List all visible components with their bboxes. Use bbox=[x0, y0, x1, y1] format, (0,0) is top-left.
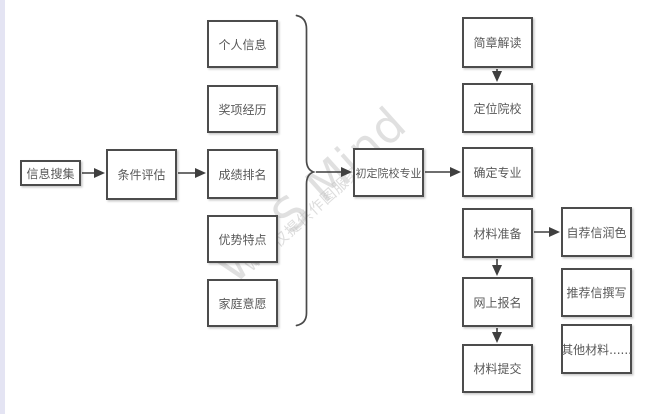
node-condition-eval[interactable]: 条件评估 bbox=[106, 149, 177, 200]
node-grade-rank[interactable]: 成绩排名 bbox=[207, 149, 278, 199]
node-strengths[interactable]: 优势特点 bbox=[207, 215, 278, 263]
left-accent-strip bbox=[0, 0, 5, 414]
node-brochure[interactable]: 简章解读 bbox=[462, 17, 533, 68]
node-material-prep[interactable]: 材料准备 bbox=[462, 208, 533, 258]
node-personal-info[interactable]: 个人信息 bbox=[207, 20, 278, 68]
node-locate-school[interactable]: 定位院校 bbox=[462, 83, 533, 133]
node-confirm-major[interactable]: 确定专业 bbox=[462, 147, 533, 197]
node-rec-letter[interactable]: 推荐信撰写 bbox=[561, 268, 632, 317]
node-material-submit[interactable]: 材料提交 bbox=[462, 344, 533, 393]
group-brace bbox=[295, 14, 317, 327]
node-online-signup[interactable]: 网上报名 bbox=[462, 277, 533, 327]
node-initial-school[interactable]: 初定院校专业 bbox=[353, 148, 424, 197]
node-awards[interactable]: 奖项经历 bbox=[207, 85, 278, 133]
node-self-letter[interactable]: 自荐信润色 bbox=[561, 207, 632, 257]
node-info-collect[interactable]: 信息搜集 bbox=[20, 160, 81, 186]
node-other-materials[interactable]: 其他材料...... bbox=[561, 324, 632, 374]
node-family-wish[interactable]: 家庭意愿 bbox=[207, 279, 278, 327]
